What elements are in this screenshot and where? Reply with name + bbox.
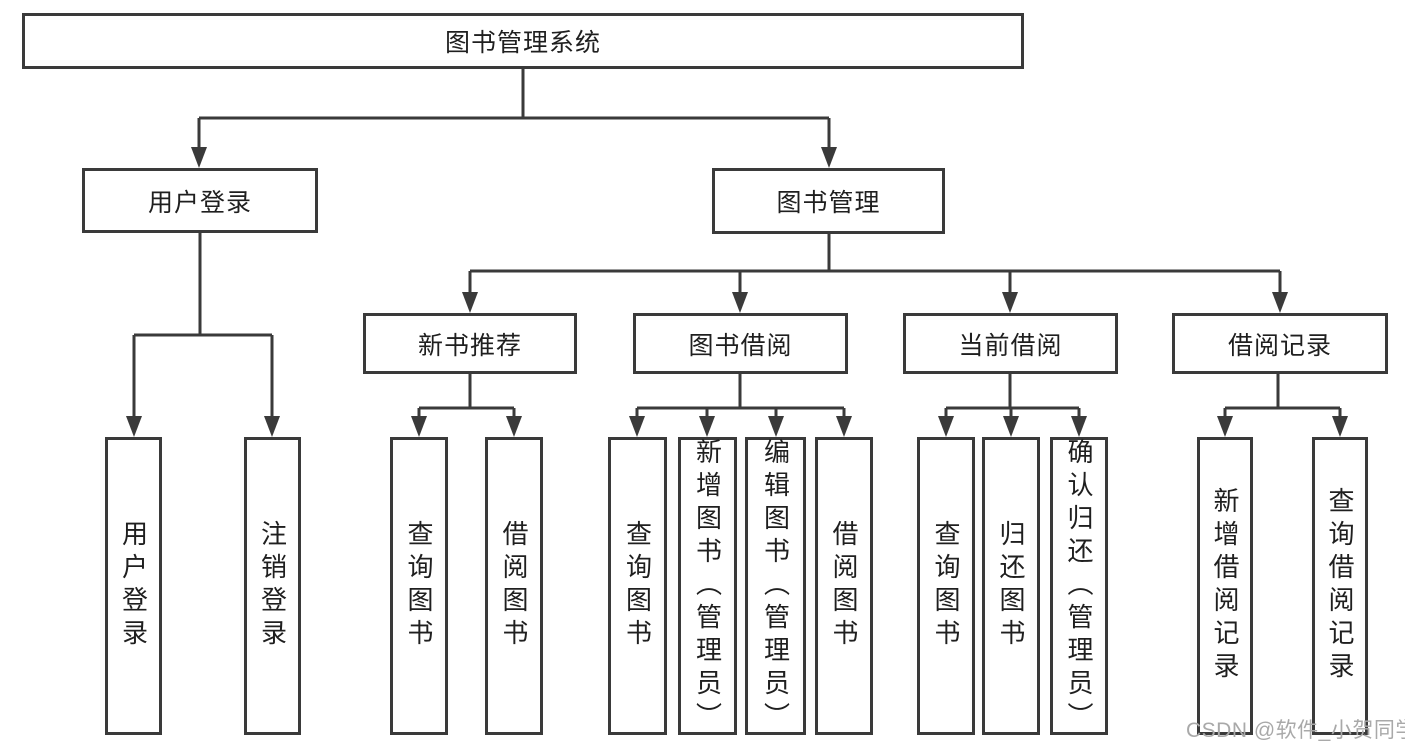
node-root: 图书管理系统 [22, 13, 1024, 69]
leaf-query-books-recommend: 查询图书 [390, 437, 448, 735]
leaf-query-books-current: 查询图书 [917, 437, 975, 735]
leaf-edit-book-admin: 编辑图书（管理员） [745, 437, 806, 735]
node-borrow-records: 借阅记录 [1172, 313, 1388, 374]
leaf-add-book-admin-label: 新增图书（管理员） [692, 437, 723, 735]
node-book-management: 图书管理 [712, 168, 945, 234]
node-book-management-label: 图书管理 [776, 189, 881, 217]
leaf-return-books: 归还图书 [982, 437, 1040, 735]
leaf-add-book-admin: 新增图书（管理员） [678, 437, 737, 735]
leaf-confirm-return-admin: 确认归还（管理员） [1050, 437, 1108, 735]
leaf-logout-label: 注销登录 [257, 520, 288, 652]
node-book-borrow-label: 图书借阅 [688, 331, 793, 360]
leaf-edit-book-admin-label: 编辑图书（管理员） [760, 437, 791, 735]
node-user-login-branch: 用户登录 [82, 168, 318, 233]
node-current-borrow-label: 当前借阅 [958, 331, 1063, 360]
watermark: CSDN @软件_小贺同学 [1186, 719, 1405, 742]
leaf-borrow-books-borrow: 借阅图书 [815, 437, 873, 735]
leaf-logout: 注销登录 [244, 437, 301, 735]
node-borrow-records-label: 借阅记录 [1227, 331, 1332, 360]
leaf-borrow-books-recommend-label: 借阅图书 [499, 520, 529, 652]
leaf-return-books-label: 归还图书 [996, 520, 1026, 652]
leaf-query-books-borrow-label: 查询图书 [622, 520, 653, 652]
node-current-borrow: 当前借阅 [903, 313, 1118, 374]
node-new-book-recommend-label: 新书推荐 [417, 331, 522, 360]
leaf-confirm-return-admin-label: 确认归还（管理员） [1064, 437, 1094, 735]
node-user-login-branch-label: 用户登录 [147, 188, 252, 217]
leaf-query-borrow-record: 查询借阅记录 [1312, 437, 1368, 735]
leaf-add-borrow-record-label: 新增借阅记录 [1210, 487, 1240, 685]
leaf-user-login: 用户登录 [105, 437, 162, 735]
leaf-add-borrow-record: 新增借阅记录 [1197, 437, 1253, 735]
leaf-borrow-books-recommend: 借阅图书 [485, 437, 543, 735]
node-root-label: 图书管理系统 [444, 29, 601, 57]
leaf-query-books-borrow: 查询图书 [608, 437, 667, 735]
leaf-query-books-recommend-label: 查询图书 [404, 520, 434, 652]
node-book-borrow: 图书借阅 [633, 313, 848, 374]
leaf-user-login-label: 用户登录 [118, 520, 149, 652]
leaf-query-books-current-label: 查询图书 [931, 520, 961, 652]
leaf-query-borrow-record-label: 查询借阅记录 [1325, 487, 1355, 685]
node-new-book-recommend: 新书推荐 [363, 313, 577, 374]
leaf-borrow-books-borrow-label: 借阅图书 [829, 520, 859, 652]
